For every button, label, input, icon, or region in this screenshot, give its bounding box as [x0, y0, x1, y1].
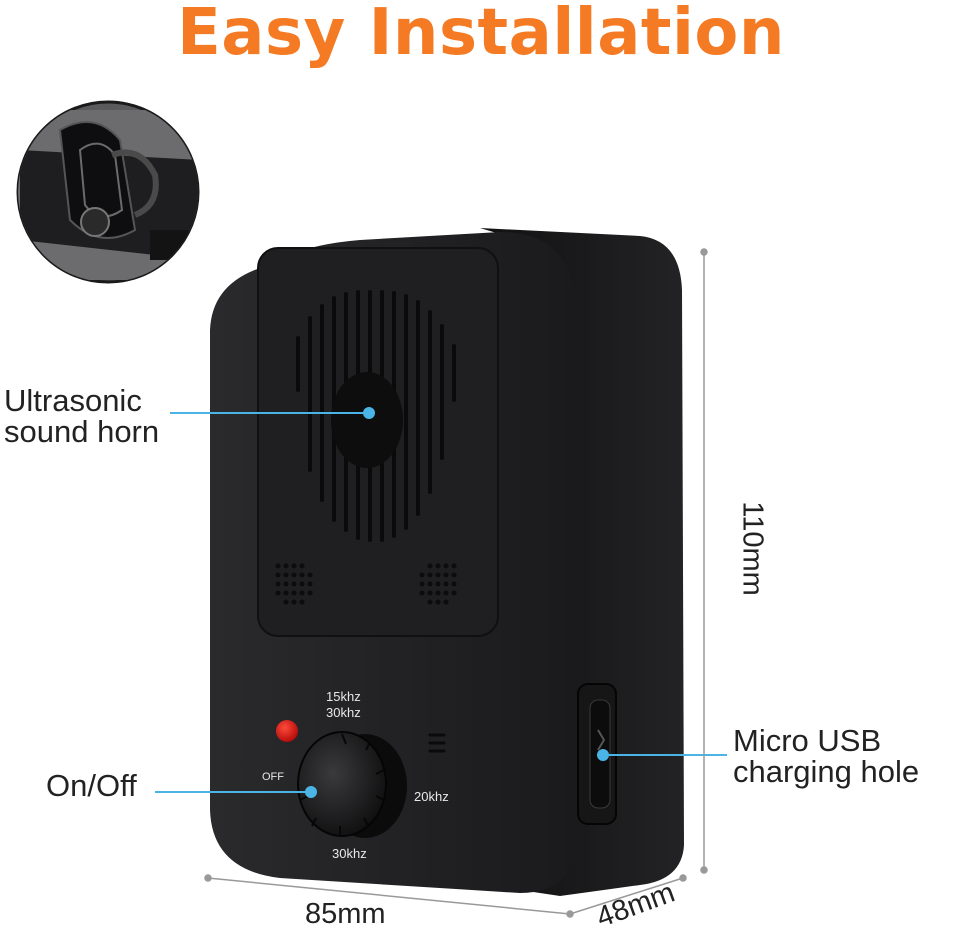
dial-label-off: OFF [262, 771, 284, 783]
dimension-lines [204, 248, 708, 918]
dial-label-30khz-top: 30khz [326, 705, 361, 720]
mic-holes [428, 733, 446, 753]
dimension-width: 85mm [305, 898, 386, 930]
dial-label-20khz: 20khz [414, 789, 449, 804]
callout-ultrasonic-horn: Ultrasonic sound horn [4, 383, 160, 449]
callout-on-off: On/Off [46, 768, 137, 803]
vent-dots-right [419, 563, 457, 605]
horn-center [331, 372, 403, 468]
dial-label-30khz-bottom: 30khz [332, 846, 367, 861]
power-led [276, 720, 298, 742]
page-title: Easy Installation [177, 0, 785, 70]
dimension-height: 110mm [736, 501, 769, 596]
mount-detail-inset [16, 100, 200, 284]
dial-label-15khz: 15khz [326, 689, 361, 704]
callout-micro-usb: Micro USB charging hole [733, 723, 920, 789]
callout-lines [155, 407, 727, 798]
vent-dots-left [275, 563, 313, 605]
frequency-knob[interactable] [297, 731, 407, 838]
